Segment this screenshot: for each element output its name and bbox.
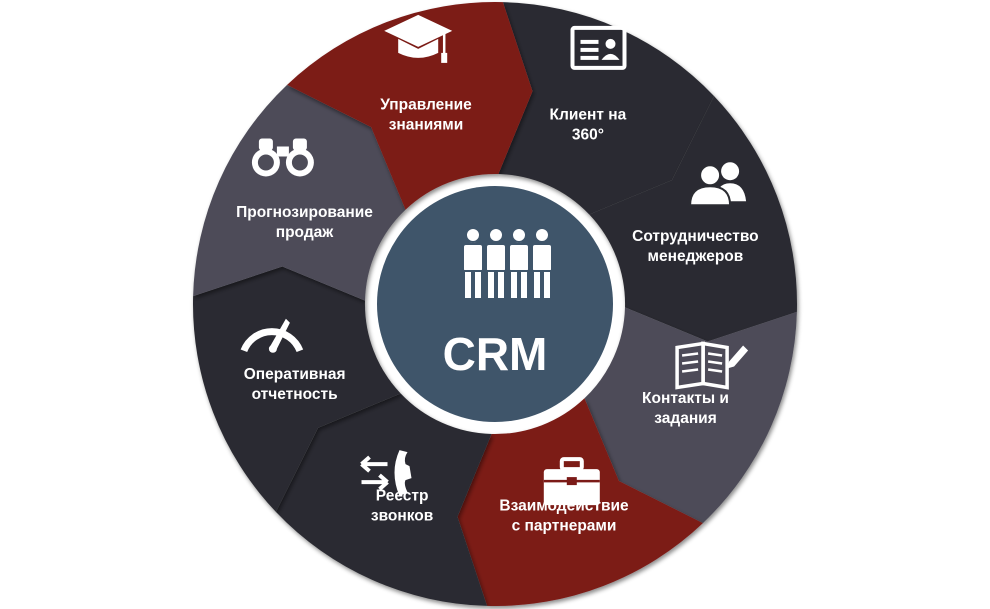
center-title: CRM [443, 328, 548, 380]
segment-label-line2: с партнерами [512, 517, 617, 534]
segments-ring: Клиент на 360° Сотрудничество менеджеровКон… [192, 1, 798, 607]
segment-7: Прогнозирование продаж [193, 84, 406, 301]
segment-label-line1: Прогнозирование [236, 204, 373, 221]
segment-shape [287, 1, 533, 210]
segment-label-line1: Реестр [376, 488, 429, 505]
segment-label-line1: Оперативная [244, 366, 346, 383]
segment-label-line2: менеджеров [648, 248, 744, 265]
segment-label-line2: задания [654, 410, 717, 427]
graduation-cap-icon [384, 14, 453, 63]
segment-shape [192, 266, 401, 512]
segment-label-line2: 360° [572, 127, 604, 144]
segment-shape [275, 393, 492, 606]
segment-6: Оперативная отчетность [192, 266, 401, 512]
segment-label-line2: знаниями [389, 117, 464, 134]
segment-4: Взаимодействие с партнерами [457, 398, 703, 607]
segment-label-line1: Клиент на [550, 107, 627, 124]
people-icon [689, 162, 747, 207]
segment-label-line1: Взаимодействие [499, 497, 629, 514]
segment-label-line2: продаж [276, 224, 335, 241]
center-circle [377, 186, 613, 422]
segment-label-line1: Контакты и [642, 390, 729, 407]
briefcase-icon [543, 457, 600, 506]
segment-shape [589, 96, 798, 342]
team-icon [462, 227, 553, 300]
segment-shape [498, 2, 715, 215]
segment-label-line2: звонков [371, 508, 433, 525]
segment-3: Контакты и задания [584, 307, 797, 524]
phone-transfer-icon [360, 450, 412, 497]
segment-label-line1: Сотрудничество [632, 228, 759, 245]
notebook-pencil-icon [675, 341, 749, 390]
gauge-icon [240, 318, 304, 353]
binoculars-icon [251, 138, 314, 177]
crm-center: CRM [377, 186, 613, 422]
segment-1: Клиент на 360° [498, 2, 715, 215]
segment-5: Реестр звонков [275, 393, 492, 606]
segment-shape [584, 307, 797, 524]
segment-label-line1: Управление [380, 97, 472, 114]
segment-shape [193, 84, 406, 301]
segment-8: Управление знаниями [287, 1, 533, 210]
segment-label-line2: отчетность [252, 386, 338, 403]
segment-2: Сотрудничество менеджеров [589, 96, 798, 342]
contact-card-icon [570, 25, 627, 70]
